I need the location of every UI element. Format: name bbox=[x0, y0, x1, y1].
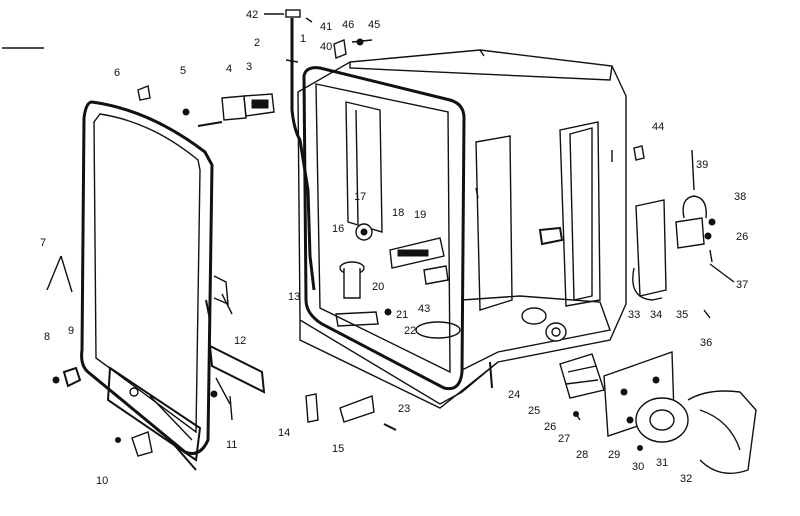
callout-12: 12 bbox=[234, 335, 246, 347]
callout-24: 24 bbox=[508, 389, 520, 401]
callout-5: 5 bbox=[180, 65, 186, 77]
callout-13: 13 bbox=[288, 291, 300, 303]
callout-6: 6 bbox=[114, 67, 120, 79]
door-clip bbox=[137, 85, 151, 101]
callout-31: 31 bbox=[656, 457, 668, 469]
callout-14: 14 bbox=[278, 427, 290, 439]
drain-clip bbox=[305, 393, 319, 423]
door-spring-bar bbox=[208, 344, 266, 405]
callout-32: 32 bbox=[680, 473, 692, 485]
callout-11: 11 bbox=[226, 439, 237, 451]
callout-28: 28 bbox=[576, 449, 588, 461]
callout-10: 10 bbox=[96, 475, 108, 487]
top-clips bbox=[285, 9, 373, 59]
leader-lines bbox=[46, 13, 735, 421]
callout-46: 46 bbox=[342, 19, 354, 31]
hinge-assembly bbox=[182, 93, 275, 127]
door-gasket bbox=[80, 100, 214, 455]
pump-column bbox=[335, 261, 379, 327]
callout-42: 42 bbox=[246, 9, 258, 21]
callout-26-lower: 26 bbox=[544, 421, 556, 433]
callout-25: 25 bbox=[528, 405, 540, 417]
pump-motor bbox=[559, 353, 605, 399]
callout-33: 33 bbox=[628, 309, 640, 321]
callout-labels: 1 2 3 4 5 6 7 8 9 10 11 12 13 14 15 16 1… bbox=[40, 9, 748, 487]
callout-34: 34 bbox=[650, 309, 662, 321]
door-bottom-channel bbox=[106, 366, 202, 471]
callout-43: 43 bbox=[418, 303, 430, 315]
drive-motor bbox=[635, 397, 689, 443]
callout-4: 4 bbox=[226, 63, 232, 75]
callout-29: 29 bbox=[608, 449, 620, 461]
latch-clip bbox=[633, 145, 645, 161]
callout-39: 39 bbox=[696, 159, 708, 171]
callout-3: 3 bbox=[246, 61, 252, 73]
callout-37: 37 bbox=[736, 279, 748, 291]
callout-9: 9 bbox=[68, 325, 74, 337]
drain-hose-bracket bbox=[632, 199, 667, 301]
callout-35: 35 bbox=[676, 309, 688, 321]
mounting-bracket bbox=[339, 395, 375, 423]
vent-tube bbox=[285, 18, 316, 291]
callout-26-upper: 26 bbox=[736, 231, 748, 243]
float-switch bbox=[423, 265, 449, 285]
tub-body bbox=[297, 49, 627, 409]
callout-45: 45 bbox=[368, 19, 380, 31]
spray-arm-bearing bbox=[355, 223, 373, 241]
callout-20: 20 bbox=[372, 281, 384, 293]
callout-19: 19 bbox=[414, 209, 426, 221]
callout-18: 18 bbox=[392, 207, 404, 219]
dispenser-panel bbox=[389, 237, 445, 269]
callout-30: 30 bbox=[632, 461, 644, 473]
callout-36: 36 bbox=[700, 337, 712, 349]
callout-1: 1 bbox=[300, 33, 306, 45]
callout-23: 23 bbox=[398, 403, 410, 415]
strike-bracket bbox=[213, 275, 229, 306]
callout-44: 44 bbox=[652, 121, 664, 133]
motor-housing bbox=[687, 390, 757, 474]
callout-16: 16 bbox=[332, 223, 344, 235]
callout-15: 15 bbox=[332, 443, 344, 455]
heater-terminal-assy bbox=[675, 195, 716, 319]
callout-2: 2 bbox=[254, 37, 260, 49]
callout-21: 21 bbox=[396, 309, 408, 321]
callout-40: 40 bbox=[320, 41, 332, 53]
door-hardware bbox=[52, 366, 153, 457]
callout-22: 22 bbox=[404, 325, 416, 337]
callout-41: 41 bbox=[320, 21, 332, 33]
callout-8: 8 bbox=[44, 331, 50, 343]
callout-7: 7 bbox=[40, 237, 46, 249]
callout-38: 38 bbox=[734, 191, 746, 203]
sump-gasket bbox=[545, 322, 567, 342]
callout-17: 17 bbox=[354, 191, 366, 203]
callout-27: 27 bbox=[558, 433, 570, 445]
